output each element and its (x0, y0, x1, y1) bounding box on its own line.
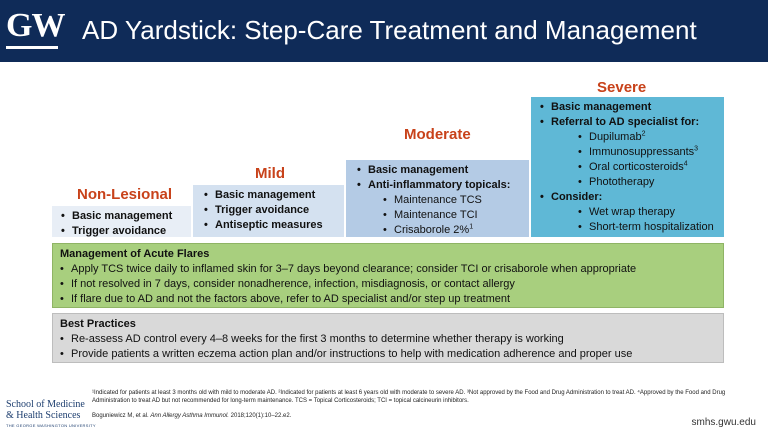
slide-title: AD Yardstick: Step-Care Treatment and Ma… (82, 15, 697, 45)
gw-logo: GW (0, 0, 65, 62)
severe-box: Basic management Referral to AD speciali… (531, 97, 724, 237)
school-name-line1: School of Medicine (6, 399, 85, 410)
university-name: THE GEORGE WASHINGTON UNIVERSITY (6, 423, 96, 428)
list-item: Phototherapy (578, 175, 724, 190)
list-item: Dupilumab2 (578, 130, 724, 145)
moderate-box: Basic management Anti-inflammatory topic… (346, 160, 529, 238)
header-bar: GW AD Yardstick: Step-Care Treatment and… (0, 0, 768, 62)
list-item: Immunosuppressants3 (578, 145, 724, 160)
level-title-non-lesional: Non-Lesional (77, 186, 173, 203)
best-practices-title: Best Practices (60, 318, 136, 330)
school-name-line2: & Health Sciences (6, 410, 81, 421)
footnotes: ¹Indicated for patients at least 3 month… (92, 390, 726, 404)
list-item: Consider: (540, 190, 724, 205)
list-item: Trigger avoidance (204, 203, 344, 218)
list-item: Anti-inflammatory topicals: (357, 178, 529, 193)
gw-logo-underline (6, 46, 58, 49)
list-item: Basic management (204, 188, 344, 203)
list-item: Antiseptic measures (204, 218, 344, 233)
list-item: Short-term hospitalization (578, 220, 724, 235)
list-item: Basic management (61, 209, 191, 224)
list-item: Crisaborole 2%1 (383, 223, 529, 238)
list-item: Maintenance TCS (383, 193, 529, 208)
best-practices-box: Best Practices Re-assess AD control ever… (52, 313, 724, 363)
list-item: Basic management (540, 100, 724, 115)
list-item: Provide patients a written eczema action… (60, 347, 723, 362)
acute-flares-box: Management of Acute Flares Apply TCS twi… (52, 243, 724, 308)
level-title-mild: Mild (255, 165, 285, 182)
list-item: Wet wrap therapy (578, 205, 724, 220)
list-item: If flare due to AD and not the factors a… (60, 292, 723, 307)
mild-box: Basic management Trigger avoidance Antis… (193, 185, 344, 237)
citation: Boguniewicz M, et al. Ann Allergy Asthma… (92, 413, 292, 419)
school-logo: School of Medicine & Health Sciences (6, 399, 96, 421)
list-item: Trigger avoidance (61, 224, 191, 239)
list-item: Re-assess AD control every 4–8 weeks for… (60, 332, 723, 347)
level-title-severe: Severe (597, 79, 647, 96)
gw-logo-text: GW (6, 7, 65, 44)
list-item: Apply TCS twice daily to inflamed skin f… (60, 262, 723, 277)
acute-flares-title: Management of Acute Flares (60, 248, 210, 260)
list-item: Oral corticosteroids4 (578, 160, 724, 175)
list-item: If not resolved in 7 days, consider nona… (60, 277, 723, 292)
list-item: Maintenance TCI (383, 208, 529, 223)
level-title-moderate: Moderate (404, 126, 471, 143)
list-item: Referral to AD specialist for: (540, 115, 724, 130)
footer-url: smhs.gwu.edu (691, 417, 756, 428)
non-lesional-box: Basic management Trigger avoidance (52, 206, 191, 239)
list-item: Basic management (357, 163, 529, 178)
